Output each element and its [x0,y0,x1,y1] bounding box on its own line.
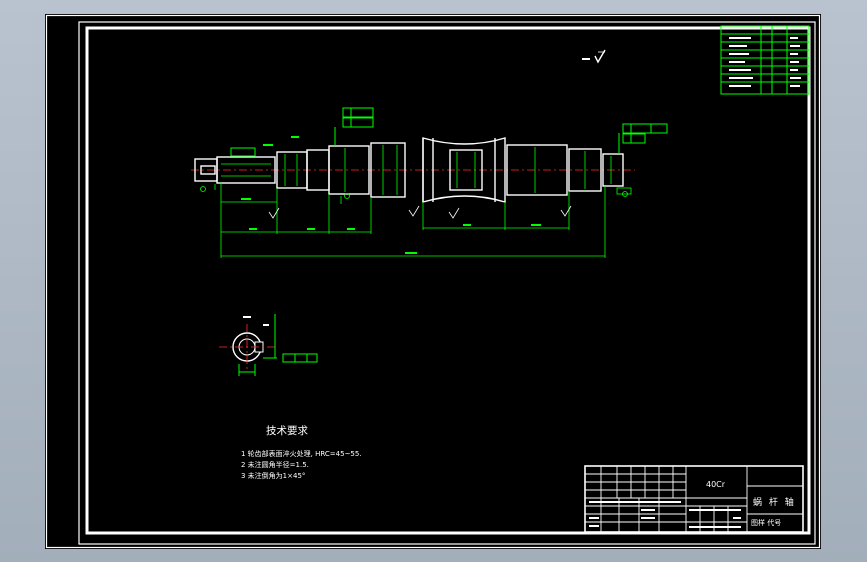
technical-requirements: 技术要求 1 轮齿部表面淬火处理, HRC=45~55. 2 未注圆角半径=1.… [241,424,362,480]
engineering-drawing: 技术要求 1 轮齿部表面淬火处理, HRC=45~55. 2 未注圆角半径=1.… [45,14,821,549]
tech-req-item-3: 3 未注倒角为1×45° [241,471,305,480]
dimension-lines [200,182,632,258]
general-roughness-symbol [582,49,606,64]
material-text: 40Cr [706,480,726,489]
shaft-main-view [191,107,668,258]
tech-req-item-1: 1 轮齿部表面淬火处理, HRC=45~55. [241,449,362,458]
drawing-number-label: 图样 代号 [751,518,781,527]
outer-sheet-border [45,14,821,549]
tech-req-item-2: 2 未注圆角半径=1.5. [241,460,309,469]
title-block: 40Cr 蜗 杆 轴 图样 代号 [584,465,804,533]
keyway-section-view [219,314,318,376]
parameter-table [720,25,810,95]
tech-req-title: 技术要求 [266,424,308,437]
cad-viewport[interactable]: 技术要求 1 轮齿部表面淬火处理, HRC=45~55. 2 未注圆角半径=1.… [45,14,821,549]
drawing-frame [85,26,811,535]
inner-frame-border [78,21,816,545]
geometric-tolerance-frames [230,107,668,157]
part-name-text: 蜗 杆 轴 [753,496,796,508]
